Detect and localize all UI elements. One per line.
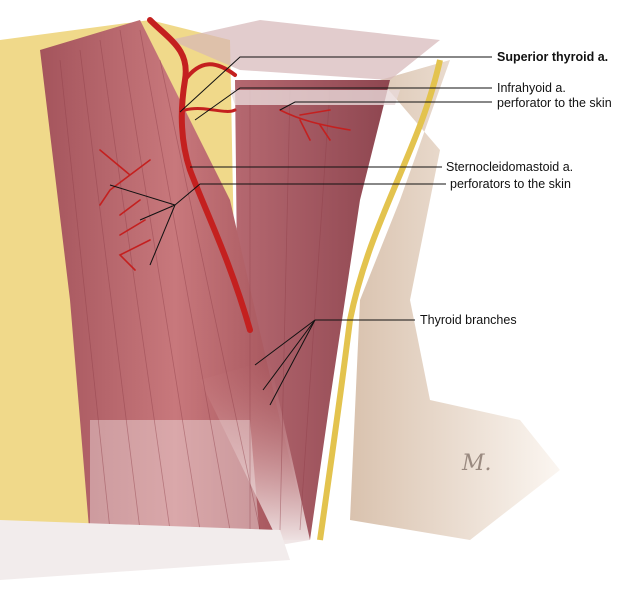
label-infrahyoid: Infrahyoid a. (497, 81, 566, 95)
label-scm-perforators: perforators to the skin (450, 177, 571, 191)
label-superior-thyroid: Superior thyroid a. (497, 50, 609, 64)
label-scm-artery: Sternocleidomastoid a. (446, 160, 574, 174)
label-thyroid-branches: Thyroid branches (420, 313, 517, 327)
skin-flap (350, 60, 560, 540)
artist-signature: M. (461, 451, 492, 476)
label-infrahyoid-perforator: perforator to the skin (497, 96, 612, 110)
leader-lines (109, 56, 492, 406)
scm-tendon (200, 360, 310, 545)
arteries (99, 17, 351, 333)
